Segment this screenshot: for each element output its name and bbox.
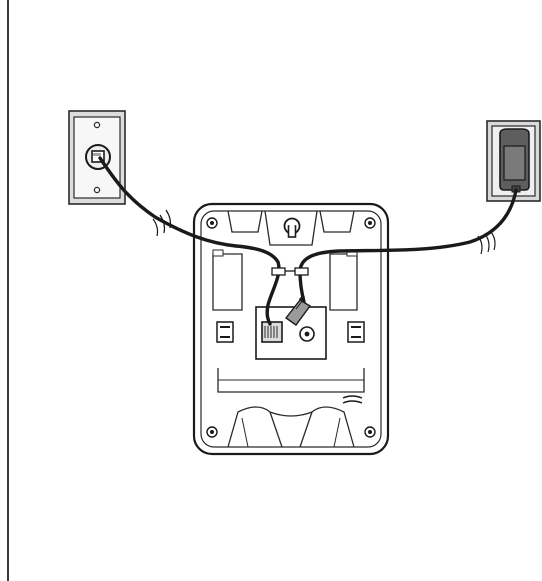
- phone-base-icon: [194, 204, 388, 454]
- power-outlet-icon: [487, 121, 540, 201]
- telephone-jack-icon: [262, 322, 282, 342]
- wall-jack-icon: [69, 111, 125, 204]
- power-jack-icon: [300, 327, 314, 341]
